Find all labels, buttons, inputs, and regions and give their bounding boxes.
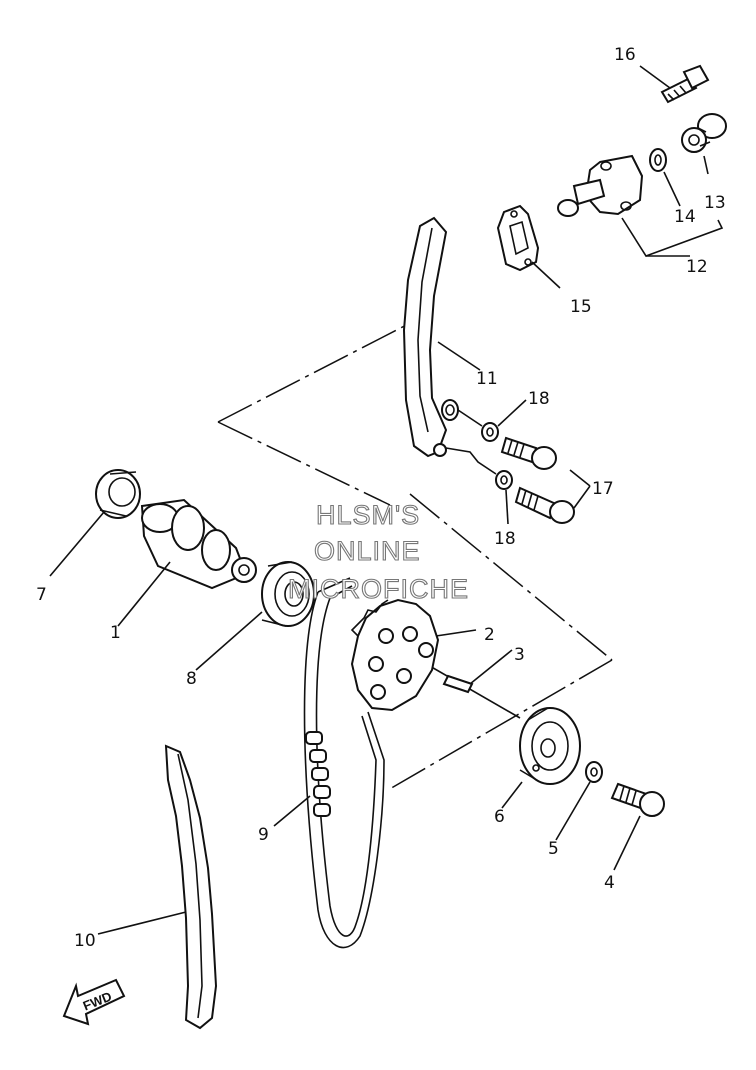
callout-3: 3 [514,645,525,665]
watermark: HLSM'S ONLINE MICROFICHE [287,499,469,604]
part-16-bolt [660,64,710,104]
fwd-arrow-icon: FWD [62,978,126,1026]
callout-15: 15 [570,297,592,317]
part-12-chain-tensioner [557,154,644,217]
part-18-washer-lower [495,470,513,490]
part-15-gasket [496,204,540,272]
callout-10: 10 [74,931,96,951]
watermark-line-1: HLSM'S [316,500,420,530]
alignment-frame-upper [217,317,421,506]
callout-12: 12 [686,257,708,277]
part-9-cam-chain [303,577,385,949]
part-1-camshaft [140,498,257,590]
part-13-cap-bolt [681,113,727,153]
callout-14: 14 [674,207,696,227]
watermark-line-3: MICROFICHE [288,574,469,604]
callout-2: 2 [484,625,495,645]
guide-pivot-lines [445,409,497,475]
callout-4: 4 [604,873,615,893]
part-7-bearing [95,469,141,519]
part-14-washer [649,148,667,172]
callout-5: 5 [548,839,559,859]
part-5-washer [585,761,603,783]
part-18-washer-upper [481,422,499,442]
callout-18-upper: 18 [528,389,550,409]
callout-6: 6 [494,807,505,827]
callout-8: 8 [186,669,197,689]
part-17-bolt-lower [514,486,575,524]
callout-18-lower: 18 [494,529,516,549]
part-10-chain-guide [164,744,218,1030]
callout-16: 16 [614,45,636,65]
part-17-bolt-upper [500,436,557,470]
part-4-bolt [610,782,665,817]
leader-lines [49,65,724,935]
part-6-plate [519,707,581,785]
callout-9: 9 [258,825,269,845]
alignment-frame-lower [387,493,613,791]
callout-7: 7 [36,585,47,605]
callout-17: 17 [592,479,614,499]
part-8-bearing [261,561,315,627]
callout-1: 1 [110,623,121,643]
callout-11: 11 [476,369,498,389]
part-11-tensioner-guide [402,216,459,458]
part-3-pin [442,674,474,694]
watermark-line-2: ONLINE [314,536,421,566]
part-2-cam-sprocket [350,598,440,712]
callout-13: 13 [704,193,726,213]
